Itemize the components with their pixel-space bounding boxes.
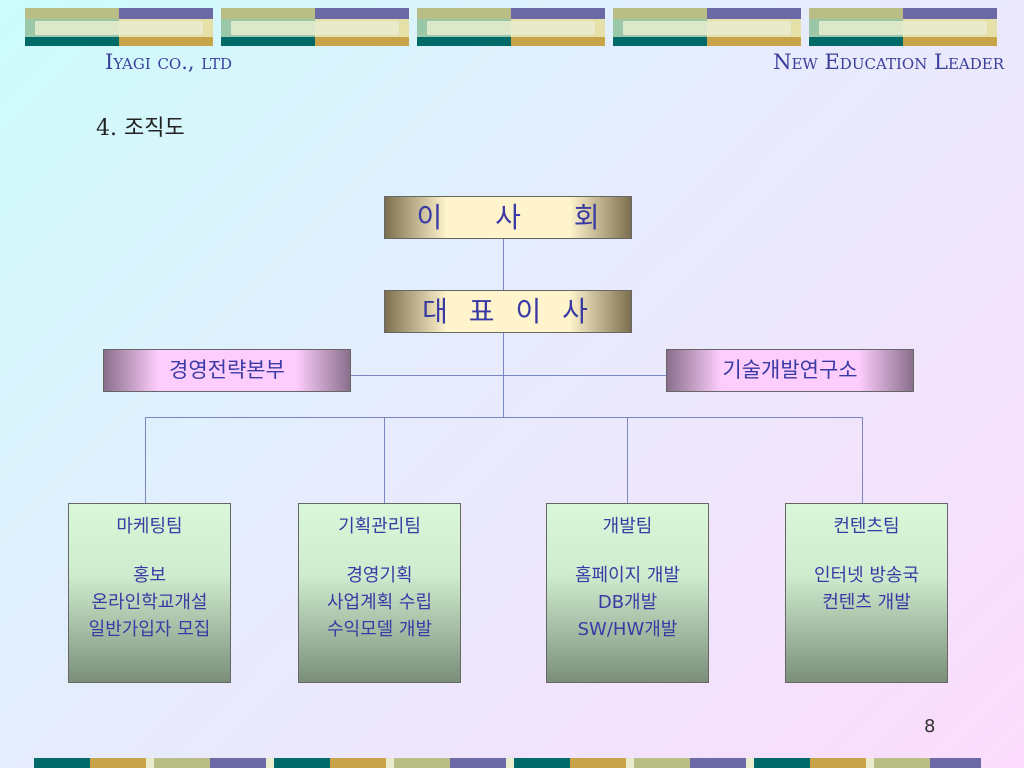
board-of-directors-box: 이 사 회 xyxy=(384,196,632,239)
team-description: 인터넷 방송국 컨텐츠 개발 xyxy=(813,565,920,613)
team-box-marketing: 마케팅팀 홍보 온라인학교개설 일반가입자 모집 xyxy=(68,503,231,683)
connector-line xyxy=(384,417,385,503)
team-name: 개발팀 xyxy=(602,516,653,537)
header-decoration xyxy=(221,8,409,46)
section-title: 4. 조직도 xyxy=(96,116,185,141)
team-description: 경영기획 사업계획 수립 수익모델 개발 xyxy=(326,565,433,640)
connector-line xyxy=(351,375,666,376)
team-description: 홍보 온라인학교개설 일반가입자 모집 xyxy=(88,565,211,640)
strategy-division-box: 경영전략본부 xyxy=(103,349,351,392)
header-decoration xyxy=(809,8,997,46)
company-slogan: New Education Leader xyxy=(773,50,1004,74)
company-name: Iyagi co., ltd xyxy=(105,50,233,74)
connector-line xyxy=(145,417,862,418)
header-decoration xyxy=(613,8,801,46)
rnd-institute-box: 기술개발연구소 xyxy=(666,349,914,392)
team-box-planning: 기획관리팀 경영기획 사업계획 수립 수익모델 개발 xyxy=(298,503,461,683)
team-name: 마케팅팀 xyxy=(116,516,183,537)
ceo-box: 대 표 이 사 xyxy=(384,290,632,333)
team-description: 홈페이지 개발 DB개발 SW/HW개발 xyxy=(574,565,681,640)
header-decoration xyxy=(25,8,213,46)
connector-line xyxy=(145,417,146,503)
team-box-contents: 컨텐츠팀 인터넷 방송국 컨텐츠 개발 xyxy=(785,503,948,683)
team-name: 기획관리팀 xyxy=(338,516,421,537)
connector-line xyxy=(627,417,628,503)
team-box-development: 개발팀 홈페이지 개발 DB개발 SW/HW개발 xyxy=(546,503,709,683)
connector-line xyxy=(503,239,504,290)
team-name: 컨텐츠팀 xyxy=(833,516,900,537)
page-number: 8 xyxy=(924,716,936,737)
footer-decoration xyxy=(34,758,981,768)
header-decoration xyxy=(417,8,605,46)
connector-line xyxy=(862,417,863,503)
